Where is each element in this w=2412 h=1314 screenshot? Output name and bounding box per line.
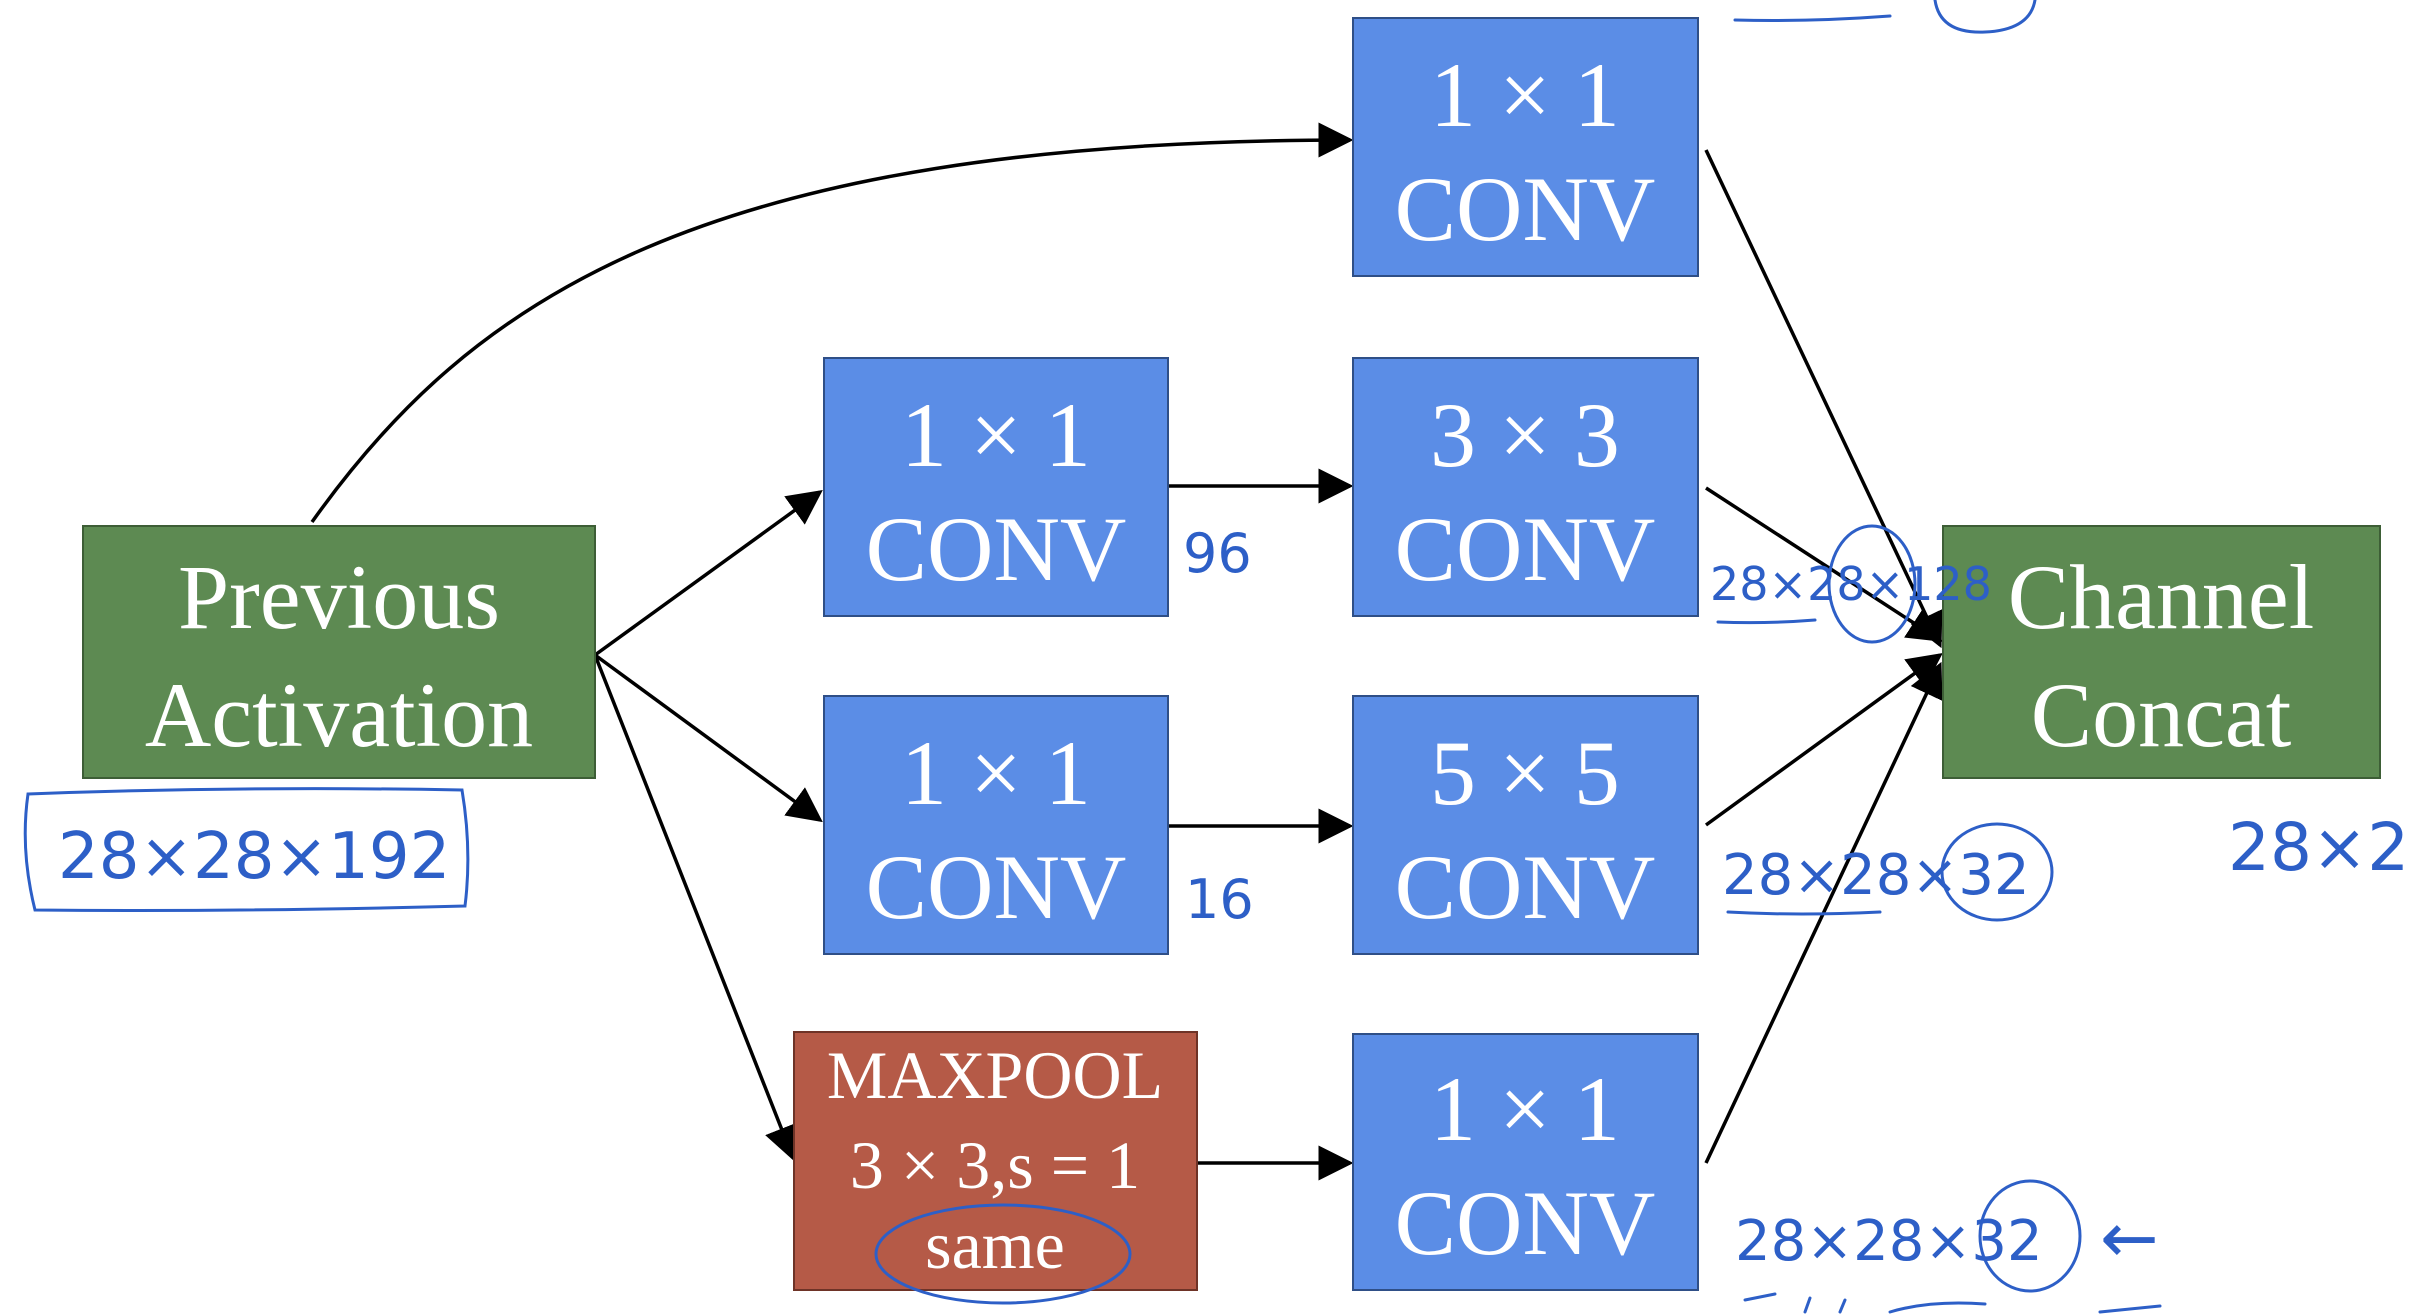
- edge-conv5-to-concat: [1704, 652, 1943, 827]
- same-circle-annotation: [874, 1203, 1132, 1305]
- channel-concat-line1: Channel: [2008, 546, 2315, 648]
- previous-activation-line1: Previous: [178, 546, 500, 648]
- channel-concat-line2: Concat: [2031, 664, 2292, 766]
- reduce-conv-b-box: [823, 695, 1169, 955]
- conv-3x3-line2: CONV: [1395, 498, 1656, 600]
- channel-concat-node: Channel Concat: [1942, 525, 2381, 779]
- conv-5x5-line2: CONV: [1395, 836, 1656, 938]
- pool-arrow-annotation: ←: [2100, 1197, 2159, 1279]
- conv5-channels-circle: [1940, 822, 2054, 922]
- top-conv-line1: 1 × 1: [1430, 44, 1620, 146]
- maxpool-line1: MAXPOOL: [827, 1037, 1163, 1113]
- reduce-conv-a-node: 1 × 1 CONV: [823, 357, 1169, 617]
- edge-conv3-to-concat: [1705, 486, 1943, 642]
- conv5-output-underline: [1726, 910, 1882, 916]
- reduce-a-channels-label: 96: [1183, 522, 1252, 585]
- top-conv-node: 1 × 1 CONV: [1352, 17, 1699, 277]
- top-conv-box: [1352, 17, 1699, 277]
- reduce-conv-a-box: [823, 357, 1169, 617]
- previous-activation-line2: Activation: [145, 664, 533, 766]
- conv-3x3-node: 3 × 3 CONV: [1352, 357, 1699, 617]
- reduce-conv-b-line1: 1 × 1: [901, 722, 1091, 824]
- edge-prev-to-maxpool: [593, 654, 798, 1162]
- handwritten-annotations: 28×28×192 96 16 28×28×128 28×28×32 28×28…: [23, 0, 2409, 1314]
- reduce-conv-a-line2: CONV: [866, 498, 1127, 600]
- conv3-output-underline: [1716, 618, 1817, 625]
- top-scribble-circle: [1933, 0, 2037, 34]
- input-dims-box: [23, 787, 470, 912]
- edge-prev-to-reduce-b: [593, 653, 823, 823]
- conv-5x5-box: [1352, 695, 1699, 955]
- conv-5x5-line1: 5 × 5: [1430, 722, 1620, 824]
- concat-output-label: 28×2: [2228, 809, 2409, 886]
- conv-5x5-node: 5 × 5 CONV: [1352, 695, 1699, 955]
- conv5-output-label: 28×28×32: [1722, 843, 2030, 908]
- conv3-output-label: 28×28×128: [1710, 557, 1992, 611]
- conv-3x3-line1: 3 × 3: [1430, 384, 1620, 486]
- maxpool-node: MAXPOOL 3 × 3,s = 1 same: [793, 1031, 1198, 1305]
- reduce-conv-a-line1: 1 × 1: [901, 384, 1091, 486]
- reduce-b-channels-label: 16: [1185, 868, 1254, 931]
- maxpool-line2: 3 × 3,s = 1: [850, 1127, 1140, 1203]
- reduce-conv-b-node: 1 × 1 CONV: [823, 695, 1169, 955]
- channel-concat-box: [1942, 525, 2381, 779]
- input-dims-label: 28×28×192: [58, 820, 450, 894]
- top-conv-line2: CONV: [1395, 158, 1656, 260]
- pool-conv-line1: 1 × 1: [1430, 1058, 1620, 1160]
- edge-prev-to-reduce-a: [593, 489, 823, 657]
- top-scribble-underline: [1733, 14, 1892, 22]
- pool-conv-line2: CONV: [1395, 1172, 1656, 1274]
- edge-top-conv-to-concat: [1704, 149, 1943, 649]
- pool-output-label: 28×28×32: [1735, 1209, 2043, 1274]
- edges: [310, 122, 1943, 1181]
- pool-conv-node: 1 × 1 CONV: [1352, 1033, 1699, 1291]
- maxpool-line3: same: [925, 1207, 1065, 1283]
- previous-activation-node: Previous Activation: [82, 525, 596, 779]
- pool-channels-circle: [1978, 1179, 2082, 1293]
- edge-prev-to-top-conv: [310, 122, 1354, 524]
- pool-conv-box: [1352, 1033, 1699, 1291]
- previous-activation-box: [82, 525, 596, 779]
- bottom-cut-scribble: [1743, 1292, 2162, 1314]
- conv-3x3-box: [1352, 357, 1699, 617]
- conv3-channels-circle: [1827, 524, 1917, 644]
- reduce-conv-b-line2: CONV: [866, 836, 1127, 938]
